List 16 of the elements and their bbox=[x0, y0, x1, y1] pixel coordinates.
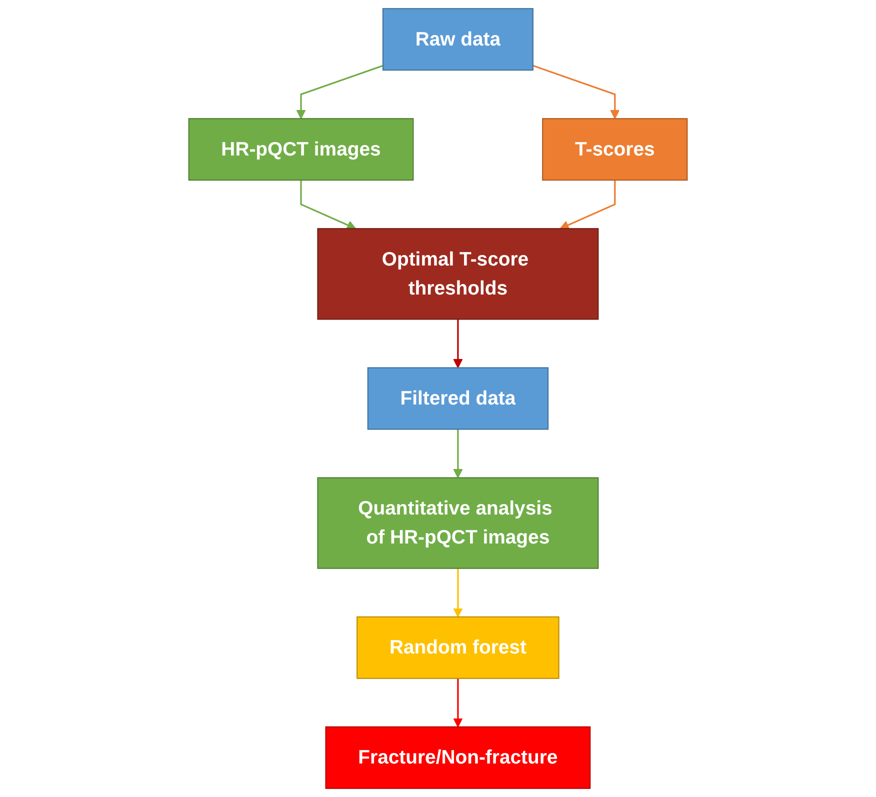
node-box: Raw data bbox=[382, 8, 534, 71]
arrow bbox=[296, 64, 384, 120]
arrow bbox=[453, 319, 463, 368]
node-box: T-scores bbox=[542, 118, 688, 181]
node-box: Random forest bbox=[356, 616, 560, 679]
arrow bbox=[560, 180, 616, 230]
node-box: Optimal T-score thresholds bbox=[317, 228, 599, 320]
arrow bbox=[453, 429, 463, 478]
arrow bbox=[532, 64, 620, 120]
node-box: Filtered data bbox=[367, 367, 549, 430]
arrow bbox=[300, 180, 356, 230]
node-box: Fracture/Non-fracture bbox=[325, 726, 591, 789]
arrow bbox=[453, 678, 463, 728]
arrow bbox=[453, 568, 463, 618]
node-box: Quantitative analysis of HR-pQCT images bbox=[317, 477, 599, 569]
node-box: HR-pQCT images bbox=[188, 118, 414, 181]
